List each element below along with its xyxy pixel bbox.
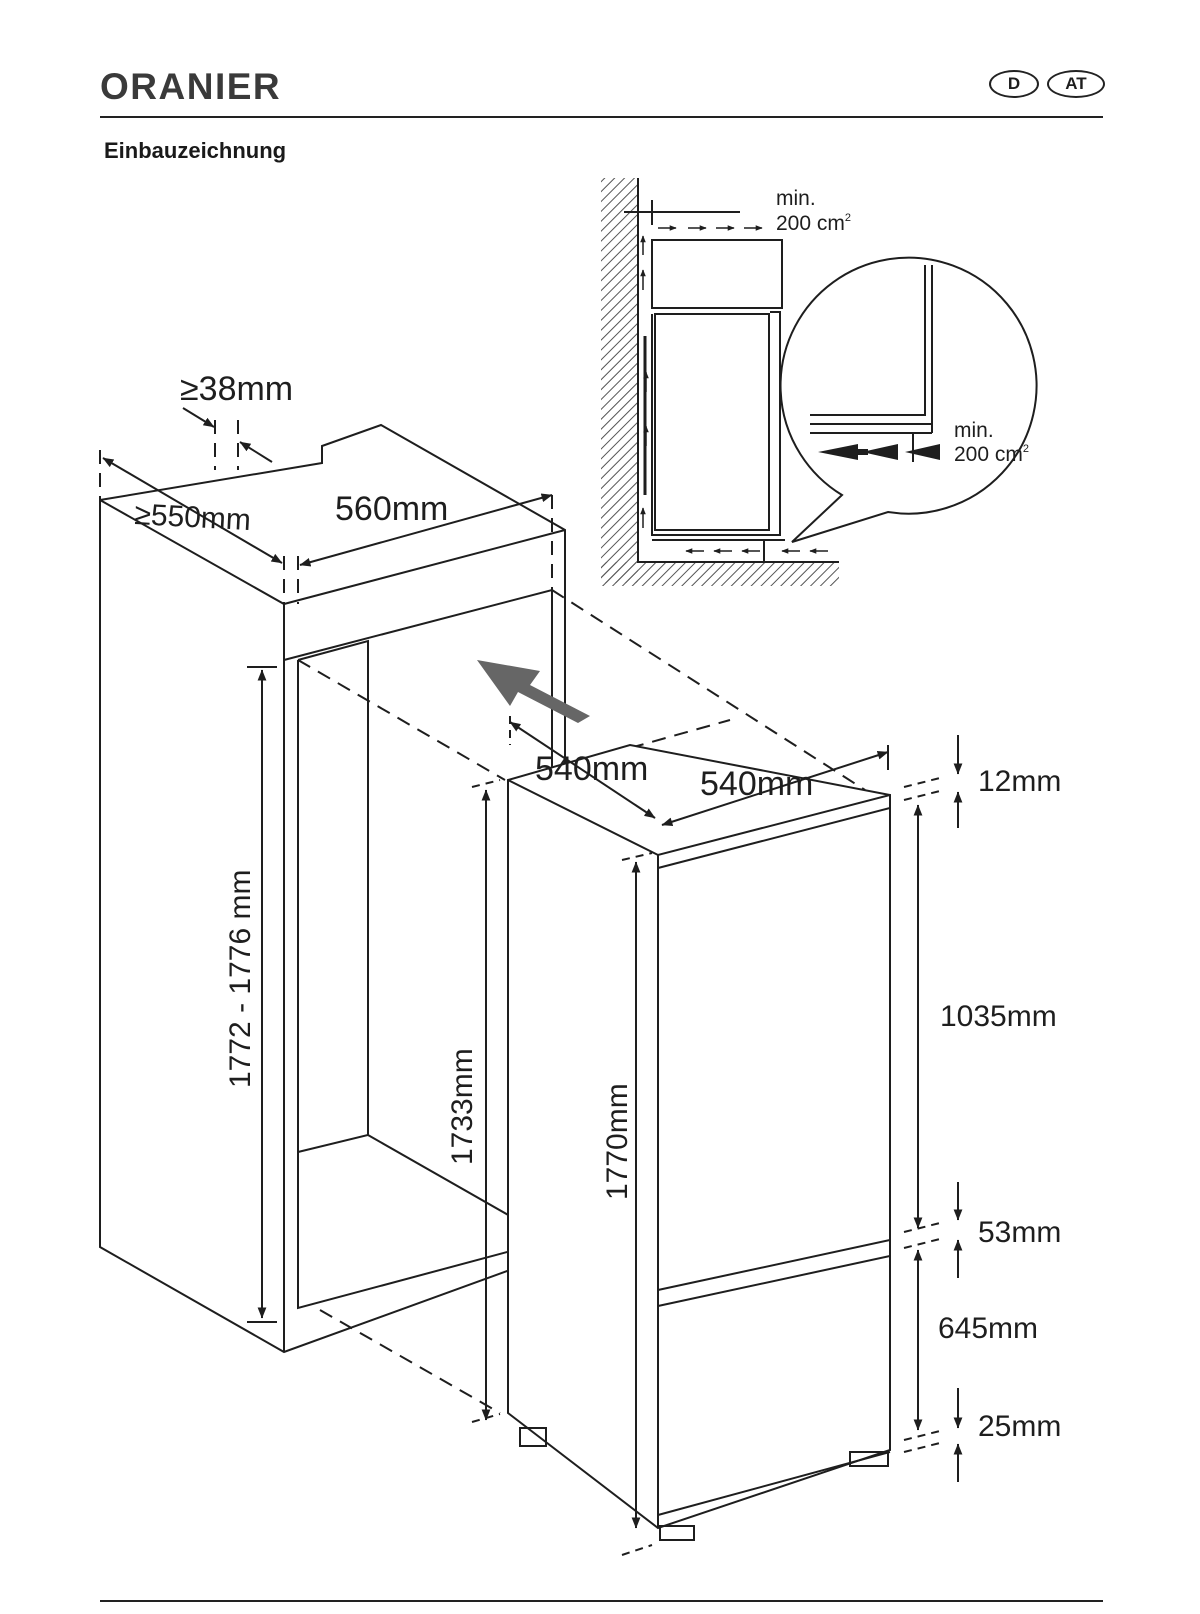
niche-height-label: 1772 - 1776 mm	[224, 870, 257, 1088]
bottom-vent-area-label: 200 cm2	[954, 443, 1029, 466]
lower-door-label: 645mm	[938, 1312, 1038, 1345]
appliance-body	[508, 745, 890, 1540]
bottom-gap-label: 25mm	[978, 1410, 1061, 1443]
appliance-width-label: 540mm	[700, 765, 813, 803]
niche-depth-label: ≥550mm	[134, 498, 252, 537]
middle-gap-label: 53mm	[978, 1216, 1061, 1249]
top-vent-area-label: 200 cm2	[776, 212, 851, 235]
wall-hatch	[601, 178, 638, 583]
appliance-side-height-label: 1733mm	[446, 1048, 479, 1165]
upper-door-label: 1035mm	[940, 1000, 1057, 1033]
top-gap-label: 12mm	[978, 765, 1061, 798]
footer-rule	[100, 1600, 1103, 1602]
door-dim-lines	[904, 735, 958, 1482]
appliance-depth-label: 540mm	[535, 750, 648, 788]
top-vent-min-label: min.	[776, 187, 816, 210]
niche-width-label: 560mm	[335, 490, 448, 528]
bottom-vent-min-label: min.	[954, 419, 994, 442]
niche-clearance-label: ≥38mm	[180, 370, 293, 408]
ventilation-inset: min. 200 cm2 min. 200 cm2	[601, 178, 1037, 586]
detail-magnifier	[781, 258, 1037, 542]
floor-hatch	[601, 562, 839, 586]
appliance-total-height-label: 1770mm	[601, 1083, 634, 1200]
